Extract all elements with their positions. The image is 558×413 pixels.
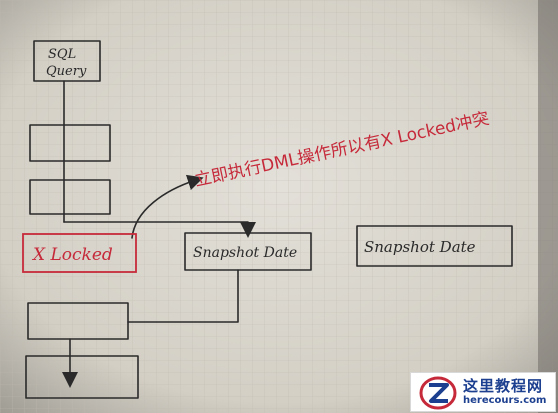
z-logo-icon xyxy=(419,376,457,410)
watermark-title: 这里教程网 xyxy=(463,377,544,395)
snapshot-return-line xyxy=(127,269,239,323)
x-locked-label: X Locked xyxy=(31,245,113,265)
arrow-to-annotation xyxy=(131,174,204,239)
stack-box-2 xyxy=(29,179,111,215)
watermark: 这里教程网 herecours.com xyxy=(410,372,556,412)
snapshot-date-box-2 xyxy=(356,225,513,267)
paper-edge-shadow xyxy=(538,0,558,413)
arrow-to-snapshot xyxy=(63,221,256,238)
stack-box-1 xyxy=(29,124,111,162)
sql-label-line1: SQL xyxy=(48,47,76,62)
sql-label-line2: Query xyxy=(46,64,87,79)
stack-box-3 xyxy=(27,302,129,340)
stack-box-4 xyxy=(25,355,139,399)
watermark-url: herecours.com xyxy=(463,395,547,406)
snapshot-date-label-1: Snapshot Date xyxy=(193,245,297,261)
snapshot-date-box-1 xyxy=(184,232,312,271)
sql-query-box xyxy=(33,40,101,82)
x-locked-box xyxy=(22,233,137,273)
snapshot-date-label-2: Snapshot Date xyxy=(364,238,476,256)
